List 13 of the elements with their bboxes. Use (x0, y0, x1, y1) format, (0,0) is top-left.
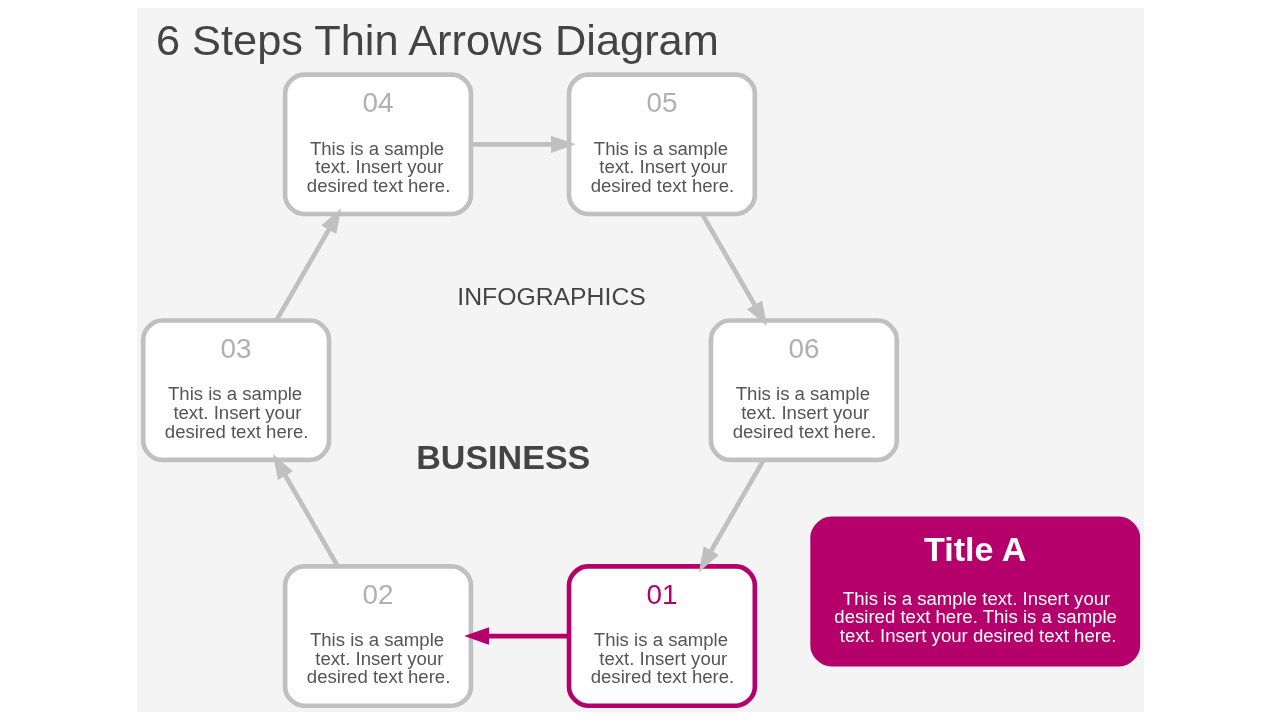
node-box: 02 This is a sample text. Insert your desired text here. (282, 564, 473, 709)
label: INFOGRAPHICS (456, 282, 646, 310)
diagram-title: 6 Steps Thin Arrows Diagram (155, 16, 719, 65)
node-box: 06 This is a sample text. Insert your desired text here. (708, 318, 899, 463)
label: BUSINESS (415, 437, 590, 476)
node-box: Title A This is a sample text. Insert your desired text here. This is a sample text. Insert your desired text here. (809, 516, 1140, 667)
node-box: 04 This is a sample text. Insert your desired text here. (282, 72, 473, 217)
arrow (273, 208, 341, 322)
node-box: 05 This is a sample text. Insert your desired text here. (566, 72, 757, 217)
arrow (470, 135, 576, 154)
node-box: 03 This is a sample text. Insert your desired text here. (140, 318, 331, 463)
arrow (463, 627, 569, 645)
node-box: 01 This is a sample text. Insert your desired text here. (566, 564, 757, 709)
